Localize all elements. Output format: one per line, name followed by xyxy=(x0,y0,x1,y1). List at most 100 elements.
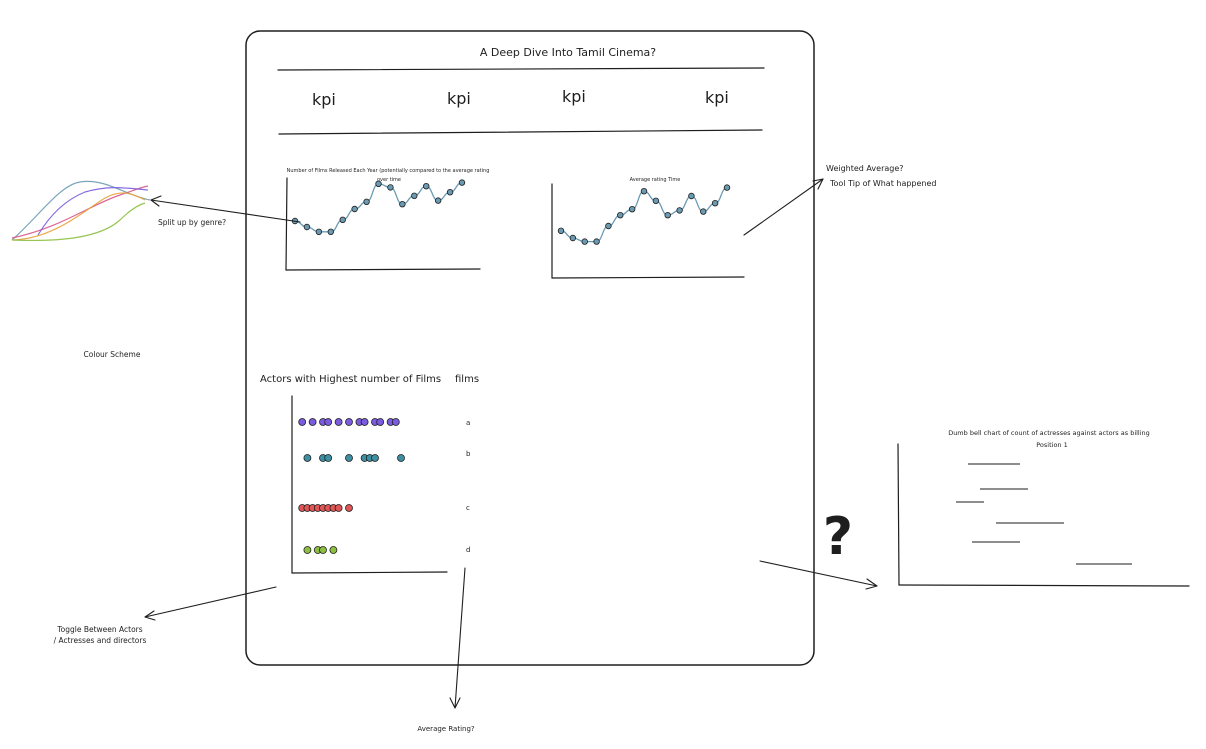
genre-curve-5 xyxy=(37,187,149,236)
actors-row-label-d: d xyxy=(466,546,470,554)
toggle-note-line1: Toggle Between Actors xyxy=(56,625,142,634)
actors-dot-c-9 xyxy=(345,504,353,512)
kpi-label-4: kpi xyxy=(705,88,729,107)
genre-curve-1 xyxy=(11,180,151,241)
actors-dot-marks xyxy=(298,418,405,554)
films-per-year-title-line1: Number of Films Released Each Year (pote… xyxy=(287,168,490,174)
average-rating-arrow xyxy=(449,567,466,709)
average-rating-note: Average Rating? xyxy=(417,725,475,733)
actors-dot-a-1 xyxy=(298,418,307,426)
weighted-average-note: Weighted Average? xyxy=(826,164,904,173)
kpi-label-2: kpi xyxy=(447,89,471,108)
actors-dot-b-3 xyxy=(324,454,333,462)
films-per-year-y-axis xyxy=(285,177,288,271)
dumbbell-marks xyxy=(956,463,1132,565)
question-mark: ? xyxy=(823,507,853,567)
actors-x-axis xyxy=(291,571,448,574)
average-rating-point-9 xyxy=(652,197,660,204)
actors-row-label-b: b xyxy=(466,450,471,458)
films-per-year-point-9 xyxy=(387,184,394,191)
average-rating-point-15 xyxy=(723,184,731,191)
toggle-note-line2: / Actresses and directors xyxy=(54,636,147,645)
average-rating-x-axis xyxy=(551,276,745,279)
dumbbell-chart: Dumb bell chart of count of actresses ag… xyxy=(897,429,1190,587)
average-rating-point-13 xyxy=(700,208,707,215)
actors-dot-d-3 xyxy=(319,546,327,554)
films-per-year-point-7 xyxy=(363,198,370,205)
average-rating-chart: Average rating Time xyxy=(551,177,745,279)
genre-split-sketch xyxy=(11,180,151,242)
average-rating-point-10 xyxy=(664,211,671,219)
films-per-year-chart: Number of Films Released Each Year (pote… xyxy=(285,168,490,271)
kpi-label-1: kpi xyxy=(312,90,336,109)
actors-dot-a-2 xyxy=(308,418,317,426)
films-per-year-line xyxy=(294,181,463,233)
dashboard-title: A Deep Dive Into Tamil Cinema? xyxy=(480,46,656,59)
actors-dot-a-12 xyxy=(391,418,400,426)
actors-row-label-a: a xyxy=(466,419,470,427)
tooltip-note: Tool Tip of What happened xyxy=(829,179,937,188)
toggle-arrow xyxy=(144,586,277,621)
films-per-year-point-8 xyxy=(375,180,382,187)
average-rating-point-3 xyxy=(581,238,588,245)
kpi-top-divider xyxy=(277,67,765,71)
actors-dot-chart: Actors with Highest number of Films film… xyxy=(260,374,479,574)
average-rating-point-8 xyxy=(640,187,648,195)
dumbbell-y-axis xyxy=(897,443,900,586)
dumbbell-title-line1: Dumb bell chart of count of actresses ag… xyxy=(948,429,1150,437)
actors-dot-a-8 xyxy=(360,418,369,426)
average-rating-point-5 xyxy=(605,222,612,230)
kpi-bottom-divider xyxy=(278,129,763,135)
dashboard-frame xyxy=(245,30,815,666)
average-rating-point-6 xyxy=(617,211,624,219)
actors-dot-b-7 xyxy=(371,454,379,462)
average-rating-line xyxy=(560,186,728,243)
films-per-year-point-14 xyxy=(446,188,454,196)
average-rating-title: Average rating Time xyxy=(630,177,681,183)
average-rating-point-1 xyxy=(557,227,565,234)
split-genre-note: Split up by genre? xyxy=(158,218,226,227)
films-per-year-point-13 xyxy=(434,197,442,204)
average-rating-point-11 xyxy=(676,207,683,214)
actors-dot-b-8 xyxy=(397,454,405,462)
dumbbell-x-axis xyxy=(898,584,1190,587)
films-per-year-point-10 xyxy=(399,200,406,208)
actors-chart-title: Actors with Highest number of Films xyxy=(260,374,441,385)
films-per-year-x-axis xyxy=(285,268,481,271)
films-per-year-point-5 xyxy=(339,216,346,223)
genre-curve-3 xyxy=(13,192,146,241)
actors-dot-a-10 xyxy=(376,418,385,426)
actors-dot-c-8 xyxy=(334,504,343,512)
genre-curve-4 xyxy=(11,202,146,242)
films-per-year-point-15 xyxy=(458,179,466,186)
weighted-average-arrow xyxy=(743,178,824,236)
actors-chart-films-label: films xyxy=(455,374,479,385)
films-per-year-marks xyxy=(291,179,466,235)
average-rating-point-12 xyxy=(688,192,695,200)
average-rating-point-2 xyxy=(569,234,577,242)
average-rating-point-14 xyxy=(711,199,719,207)
actors-dot-a-6 xyxy=(345,418,353,426)
actors-dot-b-4 xyxy=(345,454,353,462)
actors-dot-b-1 xyxy=(303,454,312,462)
actors-row-label-c: c xyxy=(466,504,470,512)
average-rating-marks xyxy=(557,184,731,245)
films-per-year-point-12 xyxy=(423,182,430,190)
dumbbell-arrow xyxy=(759,560,878,590)
average-rating-point-4 xyxy=(593,238,600,245)
kpi-label-3: kpi xyxy=(562,87,586,106)
split-genre-arrow xyxy=(150,195,301,223)
actors-dot-d-1 xyxy=(303,546,312,554)
films-per-year-point-6 xyxy=(351,205,358,213)
actors-dot-d-4 xyxy=(329,546,338,554)
films-per-year-title-line2: over time xyxy=(377,177,401,183)
average-rating-point-7 xyxy=(628,205,636,213)
actors-dot-a-4 xyxy=(324,418,333,426)
films-per-year-point-11 xyxy=(411,192,418,199)
actors-dot-a-5 xyxy=(334,418,343,426)
films-per-year-point-3 xyxy=(315,228,323,235)
genre-curve-2 xyxy=(11,185,149,239)
films-per-year-point-4 xyxy=(327,228,334,235)
films-per-year-point-2 xyxy=(303,223,311,231)
